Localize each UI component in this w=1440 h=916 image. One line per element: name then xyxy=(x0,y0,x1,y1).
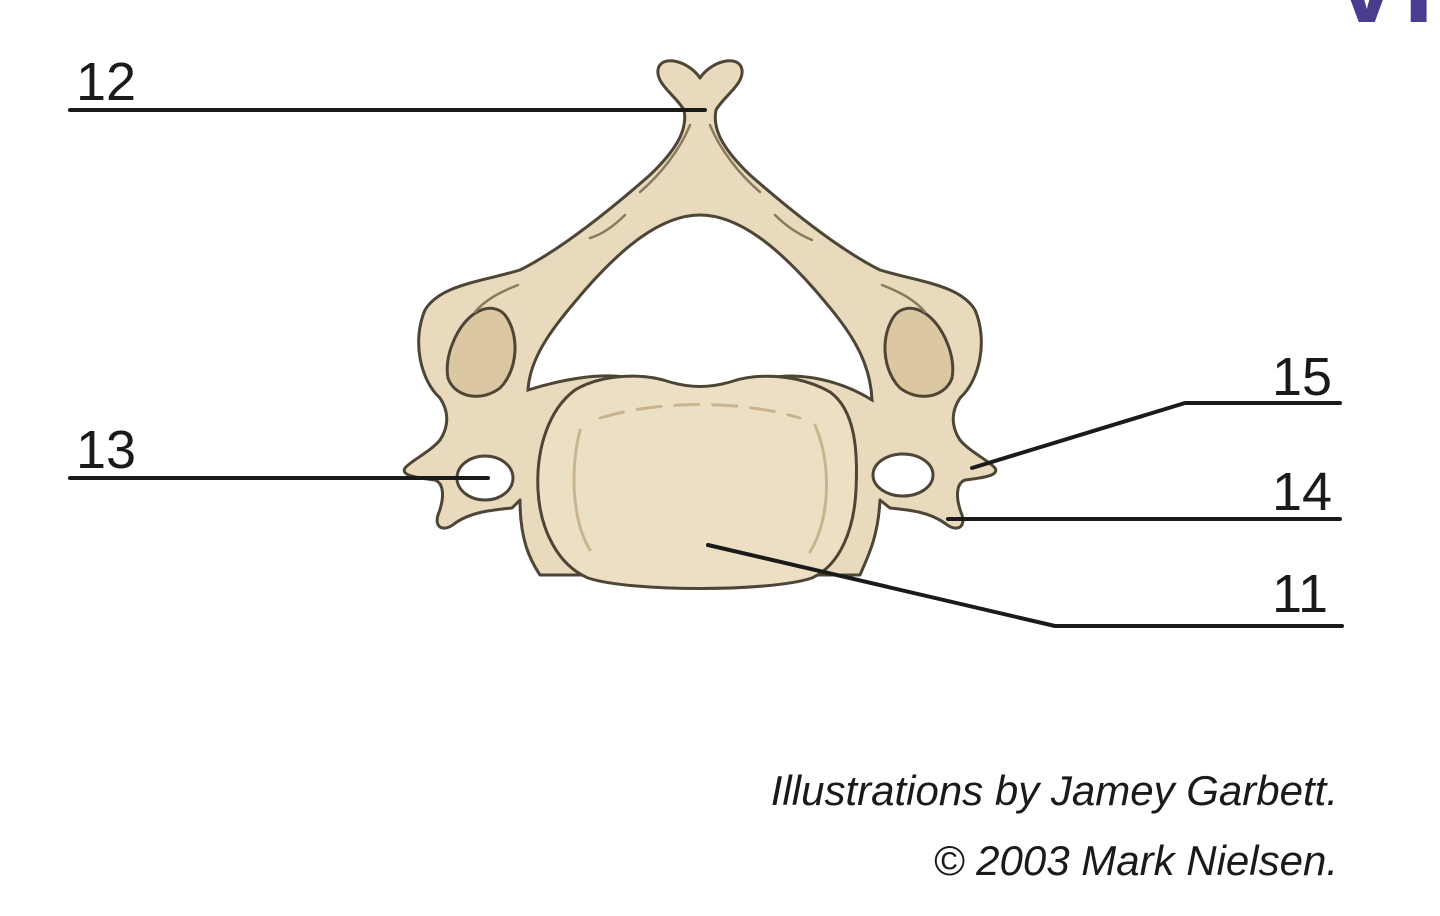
leader-line-11 xyxy=(706,543,1344,628)
body-contour-shade xyxy=(572,428,592,552)
callout-12: 12 xyxy=(68,52,707,112)
callout-number-14: 14 xyxy=(1272,462,1332,522)
callout-number-15: 15 xyxy=(1272,347,1332,407)
arch-contour-shade xyxy=(588,213,627,240)
vertebral-body xyxy=(536,374,858,590)
vertebra-illustration xyxy=(402,59,998,590)
right-transverse-foramen xyxy=(871,452,935,498)
arch-contour-shade xyxy=(708,123,762,194)
body-contour-shade xyxy=(598,403,802,420)
body-contour-shade xyxy=(808,423,828,554)
leader-line-15 xyxy=(970,401,1342,470)
callout-number-12: 12 xyxy=(76,52,136,112)
callout-13: 13 xyxy=(68,420,490,480)
illustrator-credit: Illustrations by Jamey Garbett. xyxy=(771,767,1338,814)
arch-contour-shade xyxy=(473,283,520,314)
right-articular-facet xyxy=(883,306,955,398)
arch-contour-shade xyxy=(638,123,692,194)
callout-number-11: 11 xyxy=(1272,564,1328,624)
callout-11: 11 xyxy=(706,543,1344,628)
callout-14: 14 xyxy=(946,462,1342,522)
left-articular-facet xyxy=(445,306,517,398)
corner-section-mark: VI. xyxy=(1330,0,1440,46)
arch-contour-shade xyxy=(773,213,814,242)
callout-number-13: 13 xyxy=(76,420,136,480)
copyright-notice: © 2003 Mark Nielsen. xyxy=(934,837,1338,884)
arch-contour-shade xyxy=(880,283,927,314)
callout-15: 15 xyxy=(970,347,1342,470)
